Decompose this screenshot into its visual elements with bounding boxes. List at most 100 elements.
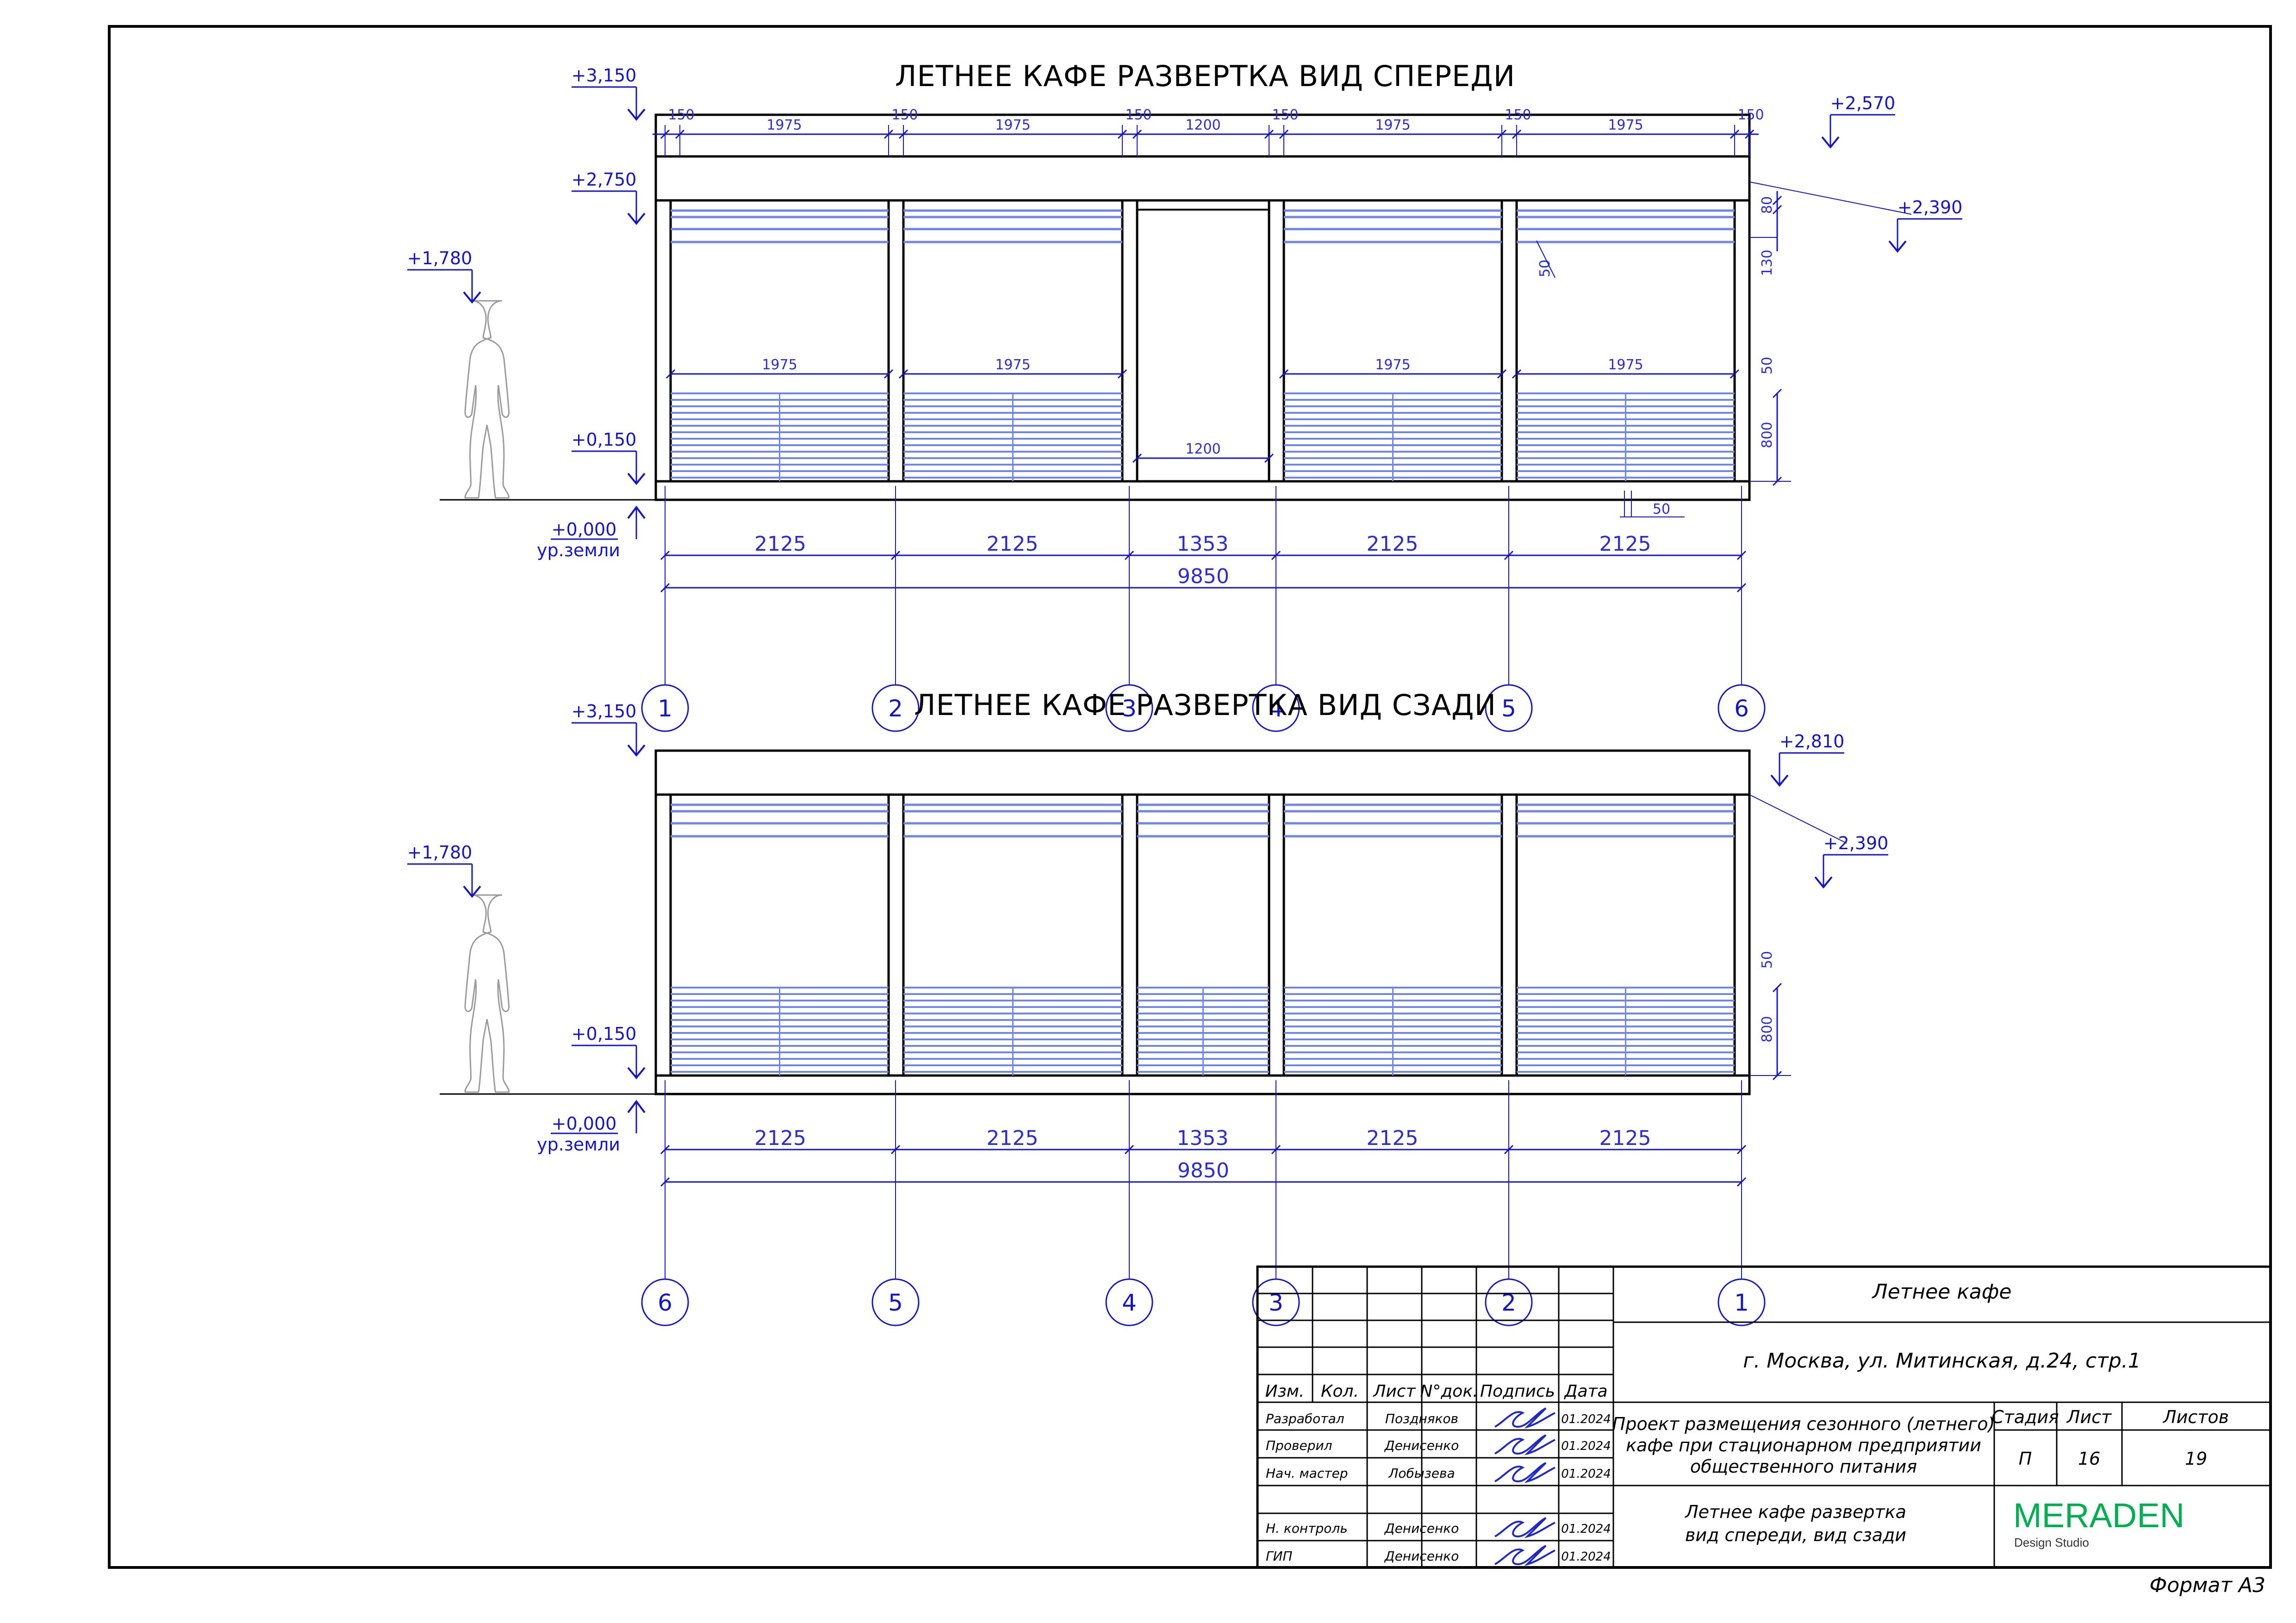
axis-label: 1: [1734, 1289, 1749, 1316]
tb-header: Дата: [1563, 1382, 1607, 1401]
axis-label: 2: [888, 695, 903, 722]
axis-label: 1: [658, 695, 672, 722]
axis-circle: [641, 1278, 689, 1326]
level-arrow: [463, 291, 481, 304]
level-arrow: [1770, 774, 1789, 787]
dimension-tick: [1271, 550, 1281, 560]
level-top: +3,150: [572, 701, 646, 757]
rail-dim-label: 1975: [995, 357, 1030, 373]
axis-circle: [1717, 1278, 1766, 1326]
dimension-tick: [1772, 983, 1782, 993]
level-beam: +2,750: [572, 169, 646, 225]
grid-axis-1: 1: [1717, 1278, 1766, 1326]
level-label: +2,810: [1780, 731, 1845, 752]
level-label: +2,390: [1823, 833, 1889, 853]
person-silhouette: [464, 300, 510, 499]
level-arrow: [627, 1067, 646, 1080]
top-dim-label: 150: [1272, 107, 1298, 123]
dimension-tick: [898, 369, 908, 379]
front-elevation: ЛЕТНЕЕ КАФЕ РАЗВЕРТКА ВИД СПЕРЕДИ +3,150…: [407, 59, 1963, 732]
frame-border: [108, 25, 2272, 1569]
level-arrow: [1888, 240, 1907, 253]
top-dim-label: 1975: [766, 117, 802, 133]
tb-name: Лобызева: [1388, 1466, 1455, 1481]
tb-date: 01.2024: [1561, 1467, 1611, 1481]
rail-dim-label: 1975: [1608, 357, 1643, 373]
level-right-2: +2,390: [1888, 197, 1963, 253]
tb-date: 01.2024: [1561, 1439, 1611, 1453]
level-floor: +0,150: [572, 1024, 646, 1080]
tb-date: 01.2024: [1561, 1522, 1611, 1536]
tb-header: Подпись: [1480, 1382, 1555, 1401]
signature: [1494, 1462, 1556, 1483]
dimension-tick: [1132, 453, 1142, 463]
tb-header: Изм.: [1265, 1382, 1305, 1401]
column: [1733, 199, 1751, 483]
brand-logo: MERADEN: [2013, 1496, 2184, 1535]
axis-label: 4: [1122, 1289, 1137, 1316]
grid-axis-6: 6: [641, 1278, 689, 1326]
dimension-tick: [890, 1144, 901, 1155]
leader: [1536, 240, 1556, 278]
tb-role: Разработал: [1266, 1411, 1344, 1426]
top-dim-label: 150: [1505, 107, 1531, 123]
axis-circle: [871, 684, 920, 732]
bottom-dim-label: 50: [1653, 501, 1670, 517]
tb-sheet-title: Летнее кафе развертка: [1684, 1502, 1906, 1522]
level-ref-line: [1749, 181, 1912, 215]
level-person: +1,780: [407, 248, 481, 304]
total-dim-label: 9850: [1177, 565, 1229, 588]
level-label: +0,150: [572, 1024, 637, 1044]
level-arrow: [627, 744, 646, 757]
signature: [1494, 1517, 1556, 1538]
tb-role: Н. контроль: [1266, 1521, 1348, 1536]
level-label: +1,780: [407, 842, 473, 863]
axis-circle: [1105, 684, 1153, 732]
tb-address: г. Москва, ул. Митинская, д.24, стр.1: [1743, 1349, 2141, 1373]
axis-label: 6: [1734, 695, 1749, 722]
axis-label: 5: [888, 1289, 903, 1316]
tb-role: ГИП: [1266, 1548, 1293, 1564]
grid-axis-4: 4: [1105, 1278, 1153, 1326]
tb-role: Нач. мастер: [1266, 1466, 1348, 1481]
dimension-tick: [1117, 369, 1127, 379]
dimension-tick: [1736, 1177, 1747, 1187]
back-elevation: ЛЕТНЕЕ КАФЕ РАЗВЕРТКА ВИД СЗАДИ +3,150+1…: [407, 688, 1889, 1326]
tb-project: Летнее кафе: [1872, 1280, 2012, 1304]
level-person: +1,780: [407, 842, 481, 898]
axis-circle: [1485, 684, 1533, 732]
top-dim-label: 150: [1125, 107, 1151, 123]
tb-date: 01.2024: [1561, 1550, 1611, 1564]
column: [1121, 793, 1139, 1077]
ground-note: ур.земли: [537, 1134, 620, 1155]
dimension-tick: [660, 550, 670, 560]
tb-name: Денисенко: [1384, 1548, 1459, 1564]
column: [887, 199, 905, 483]
level-right-1: +2,570: [1821, 93, 1895, 149]
level-label: +2,390: [1898, 197, 1963, 218]
grid-axis-2: 2: [871, 684, 920, 732]
column: [1268, 199, 1285, 483]
axis-label: 5: [1501, 695, 1516, 722]
dimension-tick: [1271, 1144, 1281, 1155]
dimension-tick: [1504, 1144, 1514, 1155]
top-dim-label: 150: [1737, 107, 1764, 123]
level-right-2: +2,390: [1814, 833, 1889, 889]
ground-note: ур.земли: [537, 540, 620, 560]
signature: [1494, 1407, 1556, 1429]
format-label: Формат А3: [2149, 1573, 2265, 1597]
dim-label: 800: [1759, 1016, 1775, 1042]
structure: [440, 113, 1751, 501]
grid-axis-5: 5: [871, 1278, 920, 1326]
dimension-tick: [1124, 550, 1134, 560]
tb-name: Денисенко: [1384, 1438, 1459, 1453]
tb-stage-value: П: [2019, 1449, 2032, 1469]
grid-axis-6: 6: [1717, 684, 1766, 732]
bay-dim-label: 2125: [754, 532, 806, 556]
